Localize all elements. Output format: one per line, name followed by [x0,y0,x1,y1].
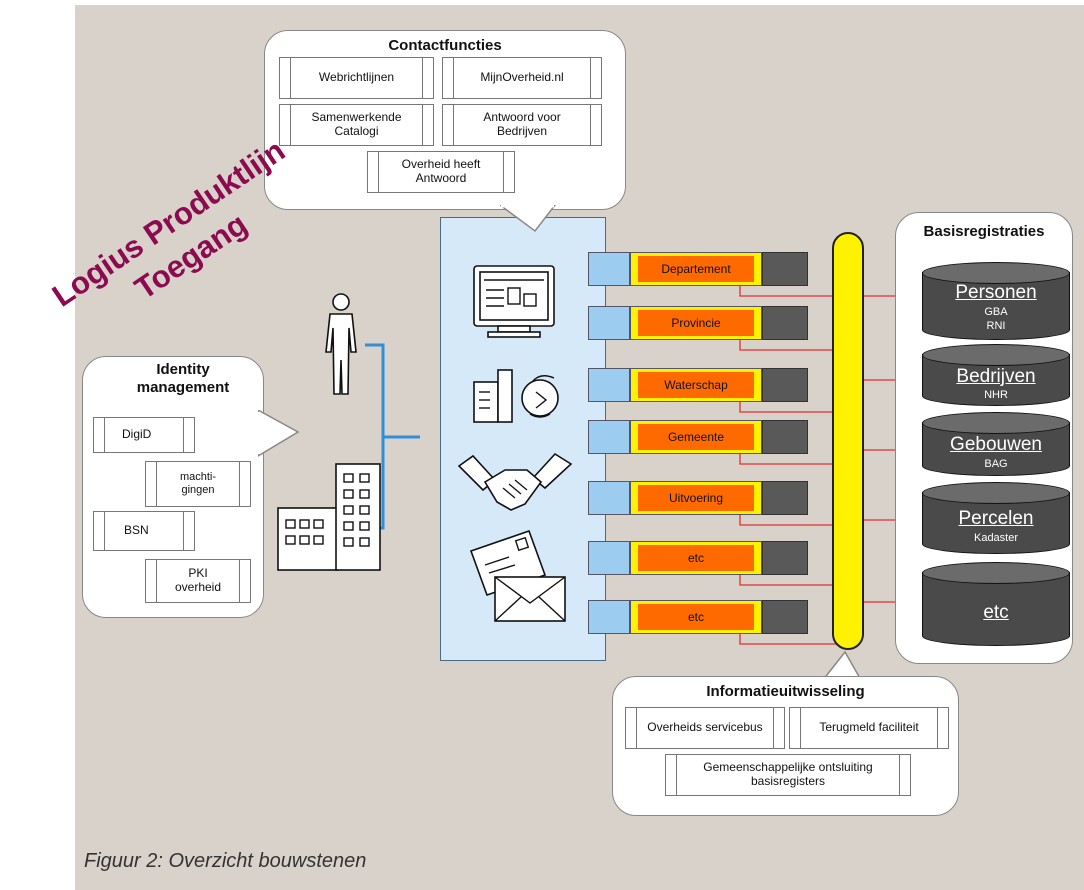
identity-title: Identity management [136,361,230,396]
org-row-provincie: Provincie [588,306,808,340]
registry-personen-name: Personen [955,282,1037,303]
mail-icon [469,529,566,622]
org-label-waterschap: Waterschap [638,372,754,398]
org-label-etc-1: etc [638,545,754,571]
registry-percelen-name: Percelen [958,508,1034,529]
registry-personen-sub: GBA [984,306,1008,318]
identity-machtigingen: machti-gingen [145,461,251,507]
identity-bsn: BSN [93,511,195,551]
informatieuitwisseling-bubble: Informatieuitwisseling Overheids service… [612,676,959,816]
identity-digid: DigiD [93,417,195,453]
registry-etc-name: etc [983,602,1009,623]
org-row-waterschap: Waterschap [588,368,808,402]
org-label-departement: Departement [638,256,754,282]
org-row-etc-1: etc [588,541,808,575]
identity-pointer [258,410,300,457]
informatie-gemeenschappelijke-ontsluiting: Gemeenschappelijke ontsluiting basisregi… [665,754,911,796]
informatieuitwisseling-title: Informatieuitwisseling [706,683,865,700]
org-row-uitvoering: Uitvoering [588,481,808,515]
org-label-uitvoering: Uitvoering [638,485,754,511]
registry-gebouwen-sub: BAG [984,458,1008,470]
monitor-icon [473,265,555,338]
registry-percelen-sub: Kadaster [973,532,1019,544]
contactfuncties-pointer [500,205,556,233]
registry-bedrijven: Bedrijven NHR [922,344,1070,406]
building-icon [277,463,381,571]
org-row-departement: Departement [588,252,808,286]
service-bus [832,232,864,650]
person-icon [325,293,357,395]
registry-bedrijven-sub: NHR [984,389,1008,401]
org-row-gemeente: Gemeente [588,420,808,454]
contactfunctie-antwoord-voor-bedrijven: Antwoord voor Bedrijven [442,104,602,146]
informatie-terugmeld-faciliteit: Terugmeld faciliteit [789,707,949,749]
handshake-icon [457,452,573,511]
basisregistraties-title: Basisregistraties [923,223,1045,240]
identity-pki-overheid: PKI overheid [145,559,251,603]
org-label-provincie: Provincie [638,310,754,336]
registry-personen-sub2: RNI [986,320,1006,332]
contactfunctie-mijnoverheid: MijnOverheid.nl [442,57,602,99]
identity-bubble: Identity management DigiD machti-gingen … [82,356,264,618]
registry-gebouwen: Gebouwen BAG [922,412,1070,476]
contactfunctie-samenwerkende-catalogi: Samenwerkende Catalogi [279,104,434,146]
org-label-gemeente: Gemeente [638,424,754,450]
registry-percelen: Percelen Kadaster [922,482,1070,554]
informatie-overheids-servicebus: Overheids servicebus [625,707,785,749]
registry-personen: Personen GBA RNI [922,262,1070,340]
contactfuncties-title: Contactfuncties [388,37,502,54]
contactfunctie-overheid-heeft-antwoord: Overheid heeft Antwoord [367,151,515,193]
registry-gebouwen-name: Gebouwen [950,434,1042,455]
figure-caption: Figuur 2: Overzicht bouwstenen [84,850,367,872]
phone-fax-icon [473,369,559,423]
contactfuncties-bubble: Contactfuncties Webrichtlijnen MijnOverh… [264,30,626,210]
registry-etc: etc [922,562,1070,646]
org-row-etc-2: etc [588,600,808,634]
contactfunctie-webrichtlijnen: Webrichtlijnen [279,57,434,99]
org-label-etc-2: etc [638,604,754,630]
registry-bedrijven-name: Bedrijven [956,366,1036,387]
